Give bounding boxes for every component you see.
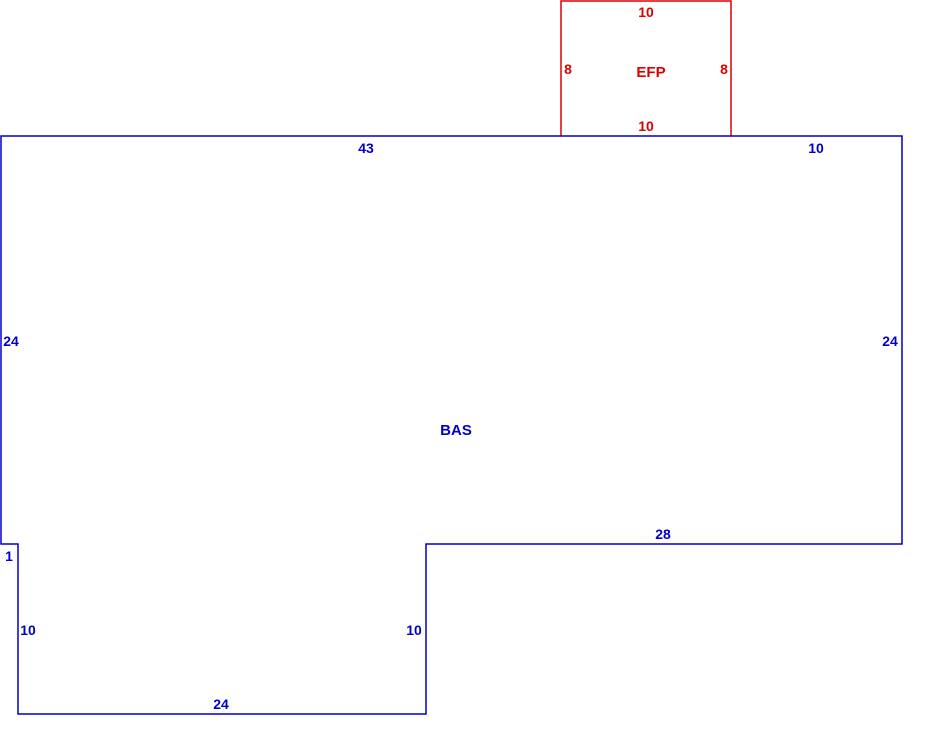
basement-dim-lower-left: 10 xyxy=(20,622,36,638)
basement-area-label: BAS xyxy=(440,422,472,439)
porch-outline xyxy=(560,0,732,136)
porch-area-label: EFP xyxy=(636,64,665,81)
porch-dim-bottom: 10 xyxy=(638,118,654,134)
basement-dim-left: 24 xyxy=(3,333,19,349)
basement-dim-step-right: 28 xyxy=(655,526,671,542)
basement-dim-right: 24 xyxy=(882,333,898,349)
porch-dim-left: 8 xyxy=(564,61,572,77)
porch-dim-right: 8 xyxy=(720,61,728,77)
basement-dim-bottom: 24 xyxy=(213,696,229,712)
basement-dim-top-left: 43 xyxy=(358,140,374,156)
porch-dim-top: 10 xyxy=(638,4,654,20)
basement-dim-step-left: 1 xyxy=(5,548,13,564)
basement-dim-lower-right: 10 xyxy=(406,622,422,638)
basement-outline xyxy=(0,135,903,715)
basement-dim-top-right: 10 xyxy=(808,140,824,156)
